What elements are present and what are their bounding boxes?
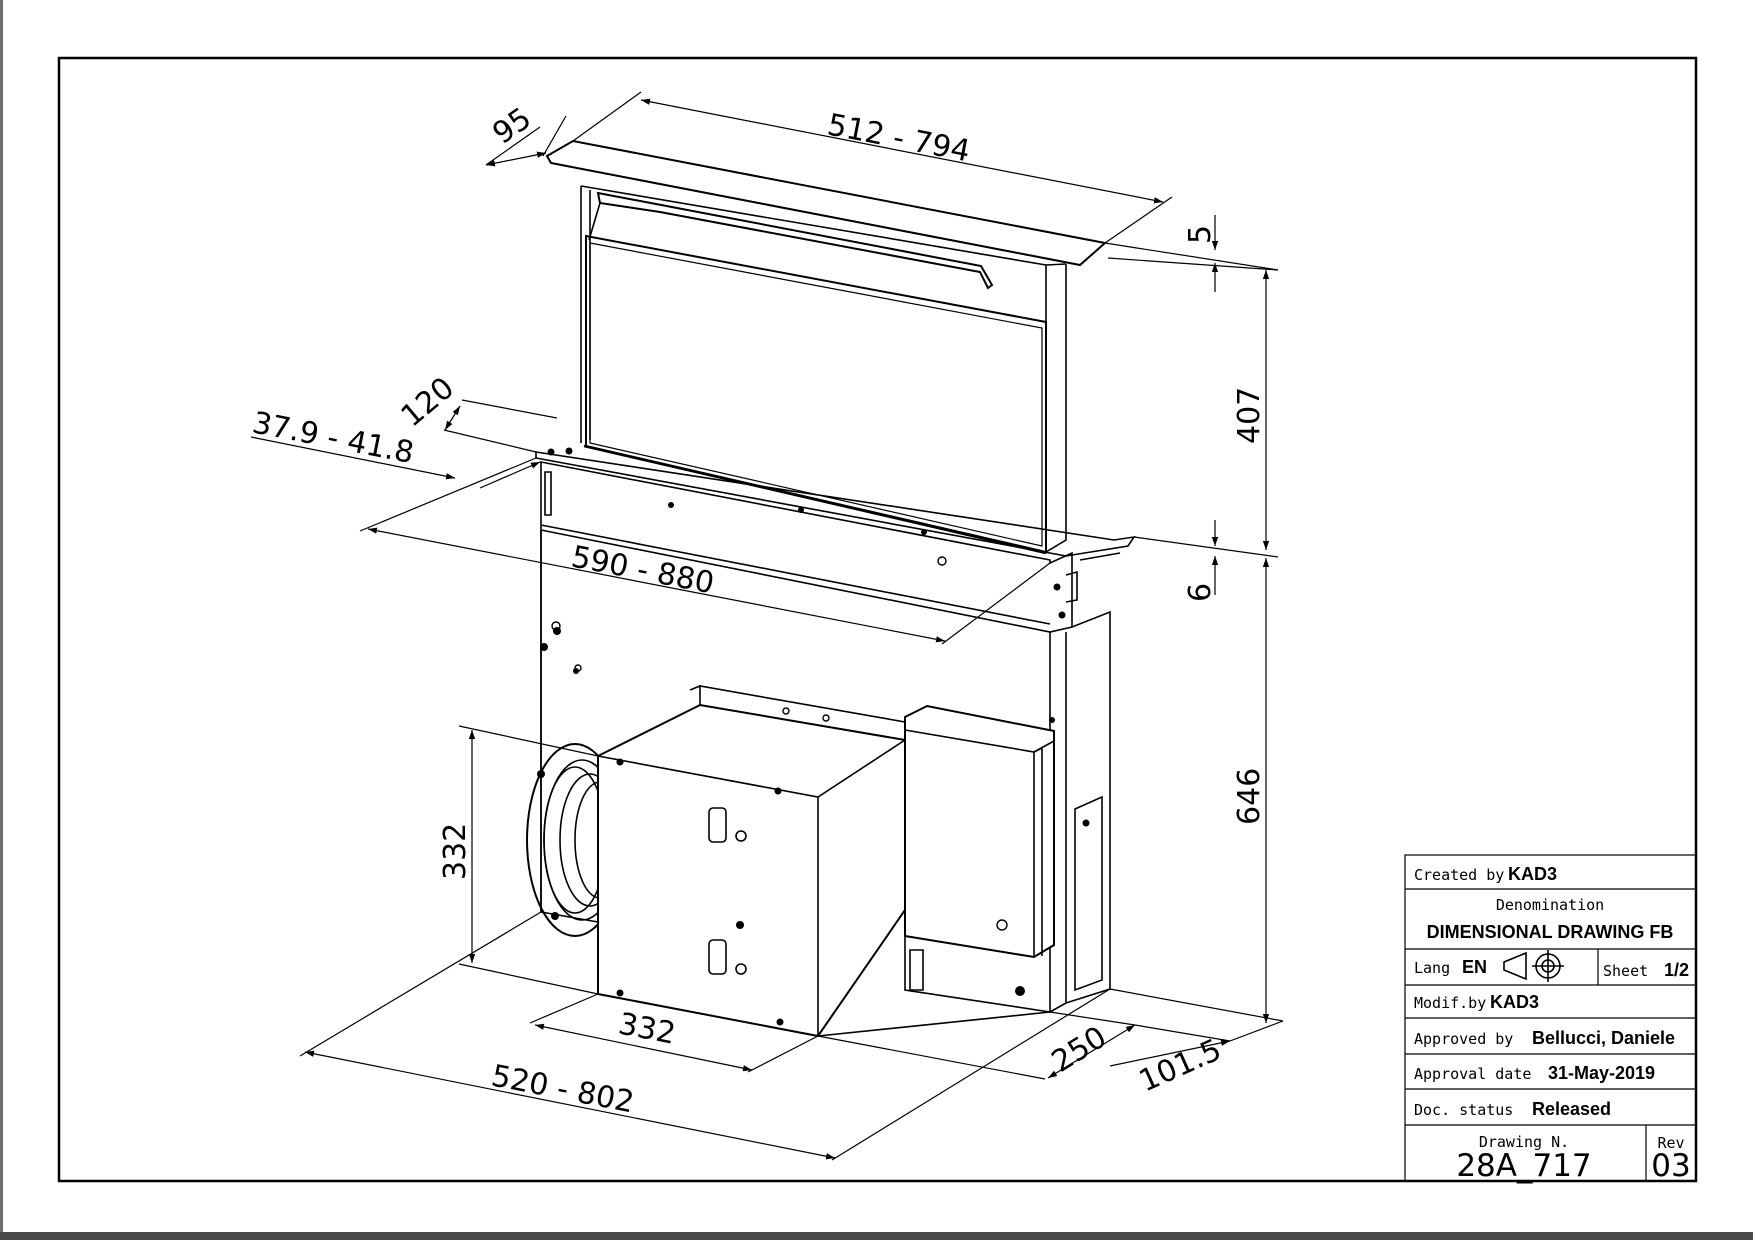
dim-motor-width: 332 <box>615 1006 678 1051</box>
motor-box <box>597 703 906 1038</box>
drawing-no-value: 28A_717 <box>1456 1148 1591 1184</box>
status-label: Doc. status <box>1414 1101 1513 1119</box>
denomination-value: DIMENSIONAL DRAWING FB <box>1427 922 1674 942</box>
denomination-label: Denomination <box>1496 896 1604 914</box>
terminal-box <box>904 704 1055 959</box>
dim-motor-height: 332 <box>438 823 473 880</box>
dim-base-depth: 250 <box>1046 1020 1113 1080</box>
drawing-no-label: Drawing N. <box>1479 1133 1569 1151</box>
dimension-lines <box>250 91 1284 1161</box>
title-block <box>1404 854 1697 1182</box>
glass-panel <box>585 234 1047 554</box>
modif-label: Modif.by <box>1414 994 1486 1012</box>
dim-body-height: 646 <box>1232 768 1267 825</box>
dim-base-width: 520 - 802 <box>488 1058 636 1120</box>
motor-connectors <box>708 807 747 975</box>
base-plate <box>540 911 1051 1037</box>
air-intake-slot <box>596 191 994 290</box>
rev-value: 03 <box>1651 1148 1690 1184</box>
lang-value: EN <box>1462 957 1487 977</box>
top-cap <box>545 139 1108 267</box>
approval-date-label: Approval date <box>1414 1065 1531 1083</box>
sheet-label: Sheet <box>1603 962 1648 980</box>
approved-value: Bellucci, Daniele <box>1532 1028 1675 1048</box>
dim-worktop-depth: 120 <box>395 371 461 435</box>
downdraft-hood <box>526 139 1136 1038</box>
dim-top-depth: 95 <box>487 101 538 152</box>
dim-top-width: 512 - 794 <box>824 107 972 169</box>
rev-label: Rev <box>1657 1134 1684 1152</box>
lang-label: Lang <box>1414 959 1450 977</box>
modif-value: KAD3 <box>1490 992 1539 1012</box>
sheet-value: 1/2 <box>1664 960 1689 980</box>
status-value: Released <box>1532 1099 1611 1119</box>
sheet-edge-left <box>0 0 3 1240</box>
approval-date-value: 31-May-2019 <box>1548 1063 1655 1083</box>
dim-rise-height: 407 <box>1232 387 1267 444</box>
created-by-label: Created by <box>1414 866 1504 884</box>
dim-cutout-width: 590 - 880 <box>568 539 716 601</box>
dim-worktop-thickness: 37.9 - 41.8 <box>249 405 416 471</box>
approved-label: Approved by <box>1414 1030 1513 1048</box>
created-by-value: KAD3 <box>1508 864 1557 884</box>
first-angle-projection-icon <box>1503 950 1564 982</box>
sheet-edge-bottom <box>0 1232 1753 1240</box>
drawing-frame <box>57 56 1698 1183</box>
dim-lip-height: 6 <box>1183 583 1218 602</box>
dim-top-thickness: 5 <box>1183 225 1218 244</box>
dim-rear-offset: 101.5 <box>1134 1032 1227 1099</box>
